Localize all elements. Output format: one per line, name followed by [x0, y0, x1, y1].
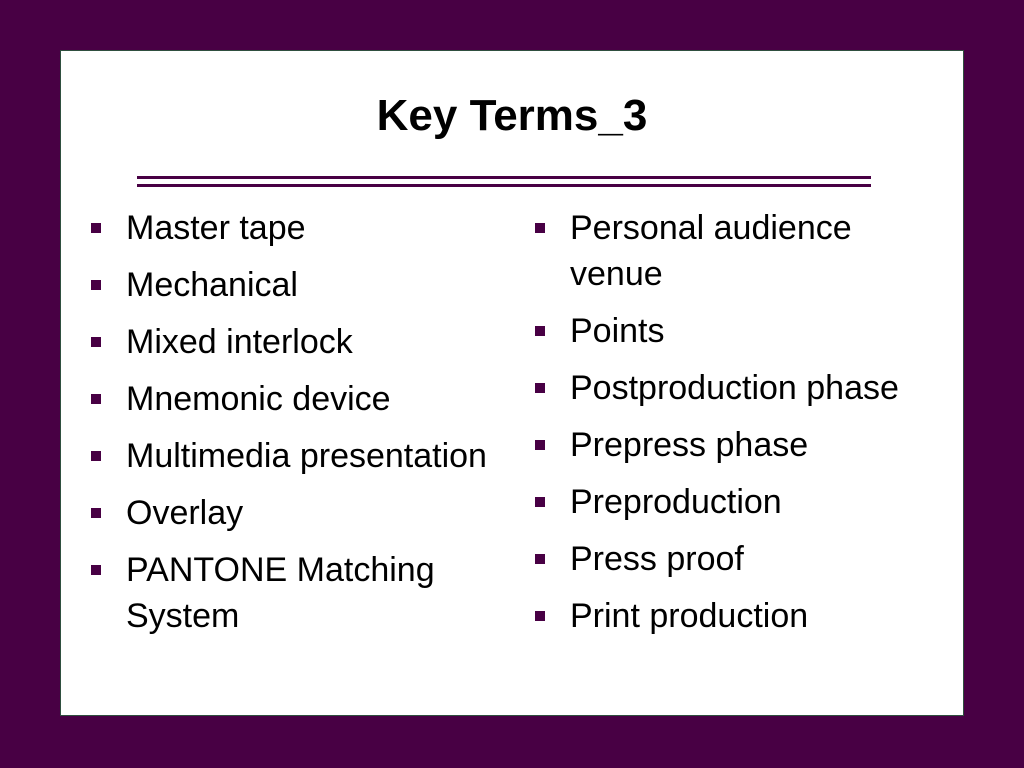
- list-item: Personal audience venue: [534, 205, 934, 297]
- square-bullet-icon: [535, 223, 545, 233]
- left-term-list: Master tape Mechanical Mixed interlock M…: [90, 205, 500, 650]
- square-bullet-icon: [91, 337, 101, 347]
- square-bullet-icon: [91, 223, 101, 233]
- list-item: Overlay: [90, 490, 500, 536]
- list-item: Points: [534, 308, 934, 354]
- list-item: Mechanical: [90, 262, 500, 308]
- list-item: Preproduction: [534, 479, 934, 525]
- term-label: Prepress phase: [570, 426, 809, 464]
- term-label: Press proof: [570, 540, 744, 578]
- square-bullet-icon: [91, 565, 101, 575]
- list-item: Master tape: [90, 205, 500, 251]
- term-label: Print production: [570, 597, 809, 635]
- square-bullet-icon: [91, 394, 101, 404]
- square-bullet-icon: [535, 440, 545, 450]
- list-item: Mnemonic device: [90, 376, 500, 422]
- square-bullet-icon: [91, 280, 101, 290]
- list-item: Mixed interlock: [90, 319, 500, 365]
- term-label: PANTONE Matching System: [126, 551, 435, 635]
- list-item: Prepress phase: [534, 422, 934, 468]
- term-label: Master tape: [126, 209, 306, 247]
- term-label: Postproduction phase: [570, 369, 899, 407]
- list-item: PANTONE Matching System: [90, 547, 500, 639]
- term-label: Overlay: [126, 494, 244, 532]
- square-bullet-icon: [535, 326, 545, 336]
- square-bullet-icon: [535, 497, 545, 507]
- square-bullet-icon: [91, 451, 101, 461]
- square-bullet-icon: [535, 383, 545, 393]
- square-bullet-icon: [91, 508, 101, 518]
- list-item: Multimedia presentation: [90, 433, 500, 479]
- slide-title: Key Terms_3: [376, 91, 648, 140]
- term-label: Multimedia presentation: [126, 437, 487, 475]
- term-label: Mechanical: [126, 266, 298, 304]
- slide: [60, 50, 964, 716]
- list-item: Postproduction phase: [534, 365, 934, 411]
- square-bullet-icon: [535, 611, 545, 621]
- list-item: Press proof: [534, 536, 934, 582]
- term-label: Mnemonic device: [126, 380, 391, 418]
- term-label: Preproduction: [570, 483, 782, 521]
- title-divider-bottom: [137, 184, 871, 187]
- right-term-list: Personal audience venue Points Postprodu…: [534, 205, 934, 650]
- list-item: Print production: [534, 593, 934, 639]
- term-label: Personal audience venue: [570, 209, 852, 293]
- term-label: Points: [570, 312, 665, 350]
- square-bullet-icon: [535, 554, 545, 564]
- title-divider-top: [137, 176, 871, 179]
- term-label: Mixed interlock: [126, 323, 353, 361]
